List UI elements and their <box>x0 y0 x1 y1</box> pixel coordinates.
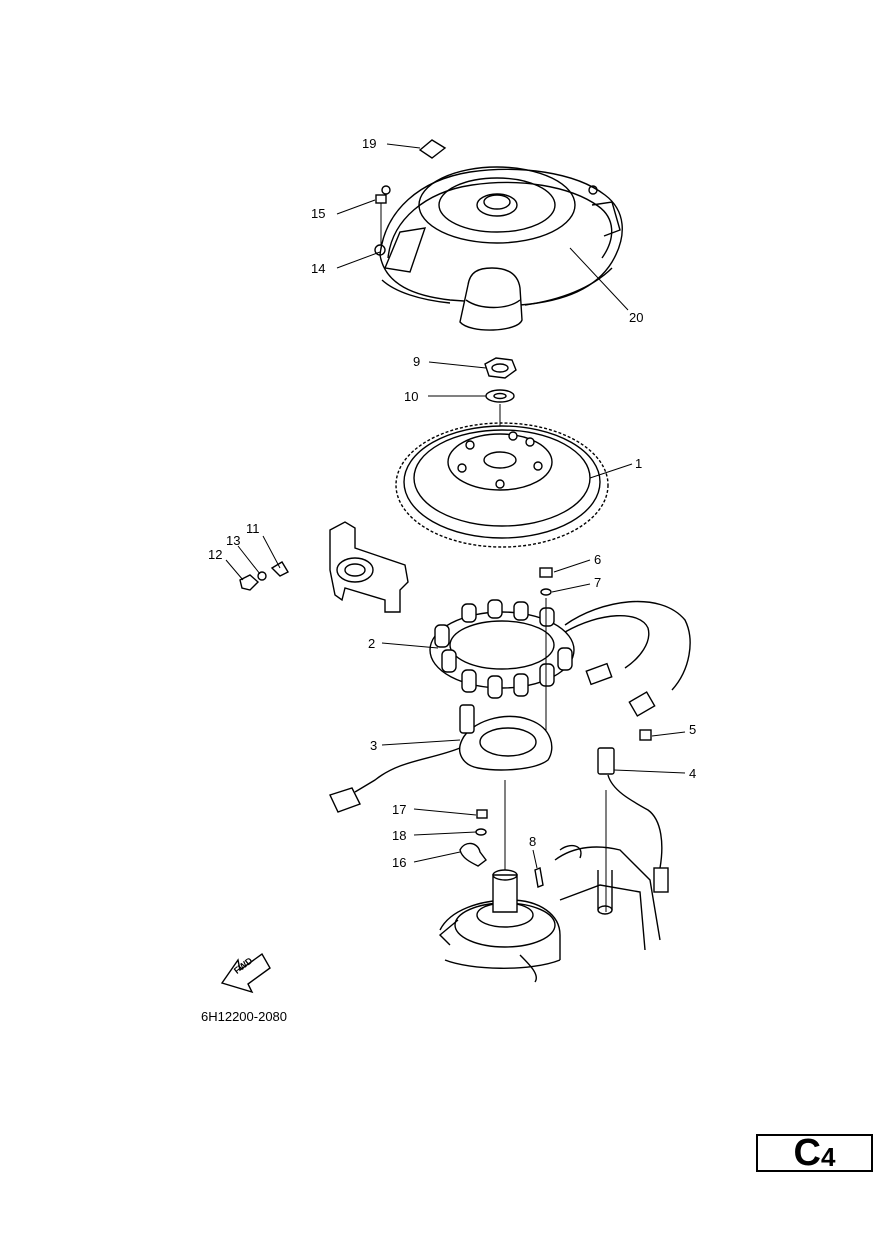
flywheel-cover <box>374 166 623 331</box>
callout-11: 11 <box>246 521 260 536</box>
callout-14: 14 <box>311 261 326 276</box>
callout-19: 19 <box>362 136 377 151</box>
callout-5: 5 <box>689 722 697 737</box>
callout-13: 13 <box>226 533 241 548</box>
callout-12: 12 <box>208 547 223 562</box>
bolt-5 <box>639 729 652 741</box>
callout-9: 9 <box>413 354 421 369</box>
clamp-16 <box>459 842 487 867</box>
clamp <box>270 561 289 577</box>
callout-6: 6 <box>594 552 602 567</box>
fwd-arrow-icon <box>220 952 271 994</box>
washer-13 <box>257 571 267 581</box>
decal <box>418 139 447 159</box>
flywheel <box>395 422 609 548</box>
callout-20: 20 <box>629 310 644 325</box>
callout-17: 17 <box>392 802 407 817</box>
pulser-coil-base <box>329 704 553 813</box>
pulser-coil <box>597 747 669 893</box>
key <box>534 867 544 888</box>
nut <box>484 357 517 379</box>
page-index-box: C 4 <box>756 1134 873 1172</box>
callout-10: 10 <box>404 389 419 404</box>
page-index-letter: C <box>793 1132 821 1174</box>
callout-3: 3 <box>370 738 378 753</box>
callout-15: 15 <box>311 206 326 221</box>
stator <box>429 599 691 717</box>
callout-18: 18 <box>392 828 407 843</box>
bolt-12 <box>239 574 260 591</box>
callout-7: 7 <box>594 575 602 590</box>
callout-2: 2 <box>368 636 376 651</box>
diagram-part-code: 6H12200-2080 <box>201 1009 288 1024</box>
engine-block <box>438 844 661 983</box>
bracket <box>329 521 409 613</box>
leader-lines <box>225 143 686 869</box>
callout-16: 16 <box>392 855 407 870</box>
bolt-17 <box>476 809 488 819</box>
callout-8: 8 <box>529 834 537 849</box>
page-index-number: 4 <box>820 1142 836 1172</box>
washer <box>485 389 515 403</box>
bolt-6 <box>539 567 553 578</box>
bolt-15 <box>375 194 387 245</box>
callout-1: 1 <box>635 456 643 471</box>
washer-18 <box>475 828 487 836</box>
callout-4: 4 <box>689 766 697 781</box>
washer-7 <box>540 588 552 596</box>
